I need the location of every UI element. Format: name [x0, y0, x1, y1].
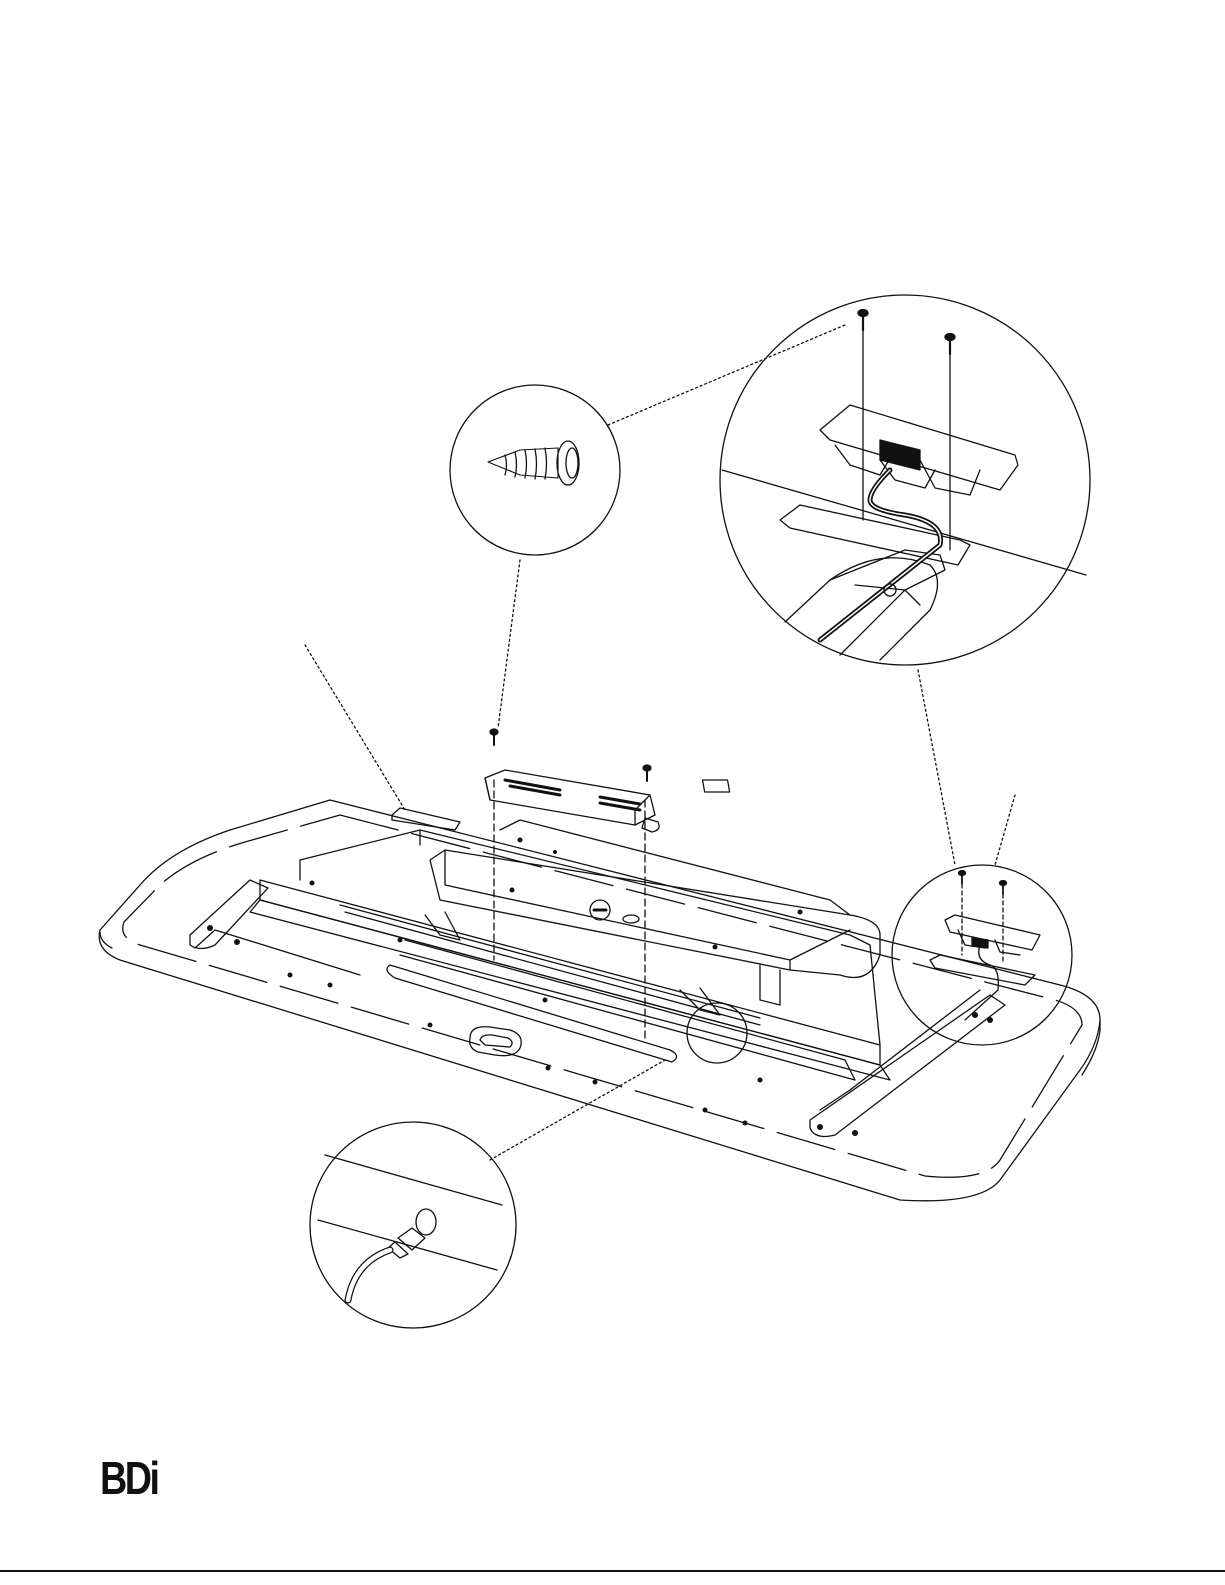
screw-icon	[945, 334, 955, 355]
screw-detail-callout	[450, 385, 620, 555]
screw-icon	[1000, 881, 1007, 895]
desk-frame	[190, 830, 1005, 1136]
cable-port-detail-callout	[310, 1122, 516, 1328]
side-bracket-detail-callout	[892, 865, 1072, 1045]
screw-icon	[643, 765, 651, 781]
screw-icon	[858, 310, 868, 331]
controller-bracket-detail-callout	[720, 295, 1090, 665]
footer-rule	[0, 1570, 1225, 1572]
control-box-screws	[490, 729, 651, 1040]
screw-icon	[488, 441, 579, 485]
desktop-panel	[99, 800, 1100, 1201]
control-box	[392, 770, 730, 832]
screw-icon	[959, 871, 966, 885]
brand-logo: BDi	[100, 1455, 158, 1501]
screw-icon	[490, 729, 498, 745]
